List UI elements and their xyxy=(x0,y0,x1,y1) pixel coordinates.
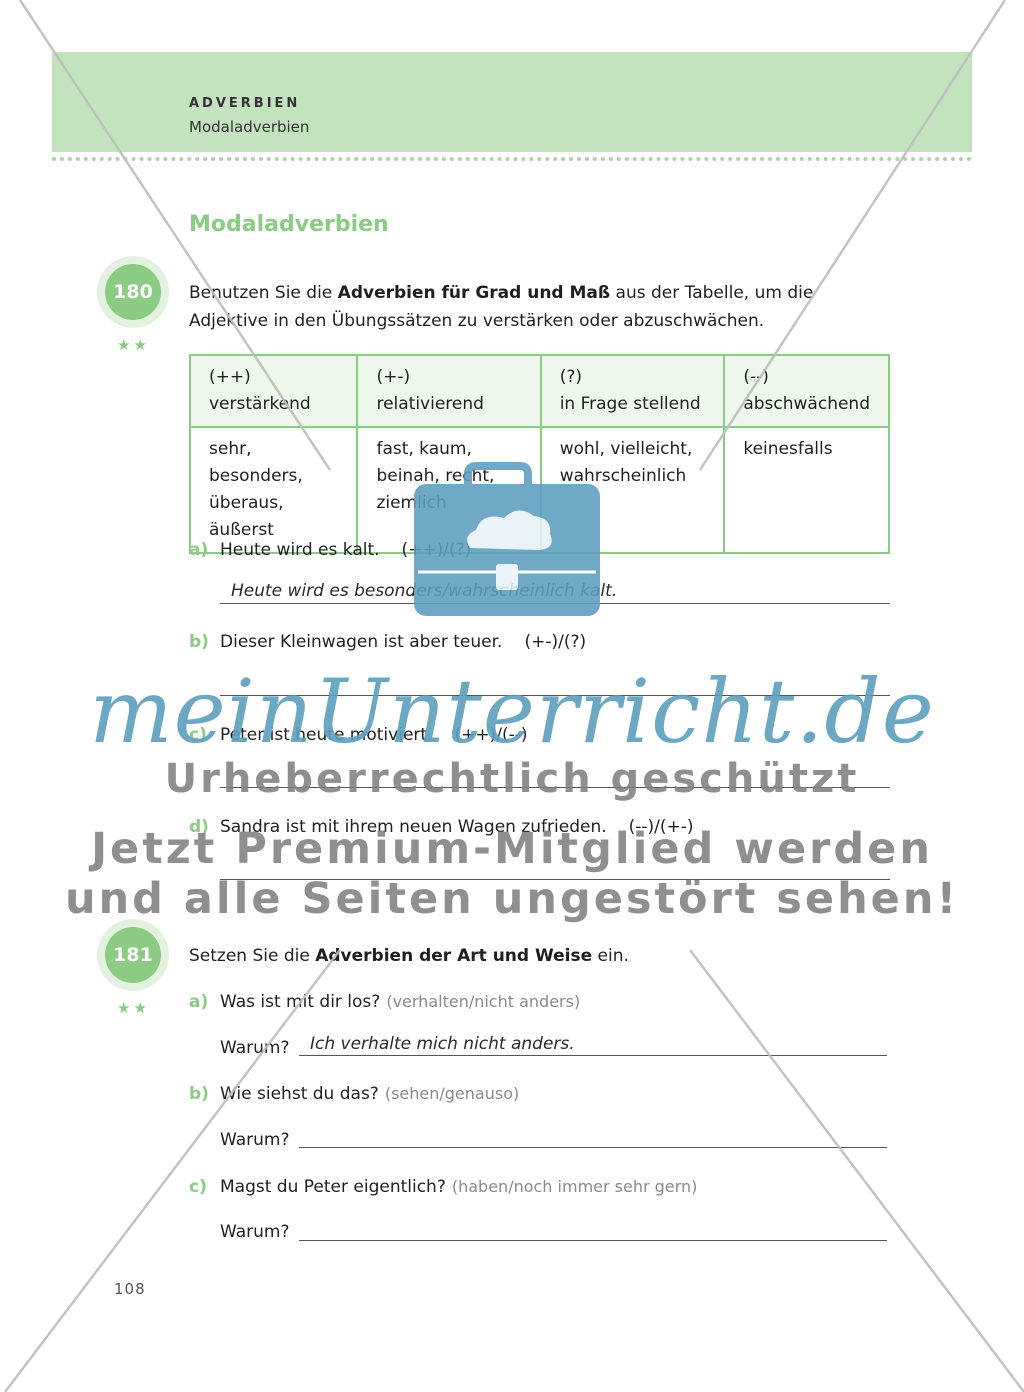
difficulty-stars: ★★ xyxy=(117,336,150,354)
table-cell: keinesfalls xyxy=(723,426,890,554)
exercise-question: Wie siehst du das?(sehen/genauso) xyxy=(220,1084,520,1104)
why-label: Warum? xyxy=(220,1038,290,1058)
exercise-sentence: Peter ist heute motiviert.(++)/(--) xyxy=(220,725,528,745)
task-instruction: Benutzen Sie die Adverbien für Grad und … xyxy=(189,279,889,335)
answer-line[interactable] xyxy=(299,1240,887,1241)
exercise-sentence: Dieser Kleinwagen ist aber teuer.(+-)/(?… xyxy=(220,632,587,652)
item-letter: b) xyxy=(189,632,209,652)
briefcase-icon xyxy=(414,462,600,616)
table-header-cell: (++)verstärkend xyxy=(188,354,359,428)
task-number: 180 xyxy=(105,264,161,320)
section-title: Modaladverbien xyxy=(189,212,389,237)
exercise-sentence: Sandra ist mit ihrem neuen Wagen zufried… xyxy=(220,817,694,837)
why-label: Warum? xyxy=(220,1130,290,1150)
item-letter: a) xyxy=(189,540,209,560)
header-band xyxy=(52,52,972,152)
exercise-question: Magst du Peter eigentlich?(haben/noch im… xyxy=(220,1177,698,1197)
table-header-row: (++)verstärkend (+-)relativierend (?)in … xyxy=(188,354,890,428)
watermark-diagonal-line xyxy=(689,949,1024,1392)
instruction-bold: Adverbien für Grad und Maß xyxy=(337,283,611,303)
item-letter: b) xyxy=(189,1084,209,1104)
watermark-diagonal-line xyxy=(18,0,332,471)
task-number-badge: 181 xyxy=(97,919,169,991)
instruction-text: Benutzen Sie die xyxy=(189,283,338,303)
chapter-title: ADVERBIEN xyxy=(189,96,301,111)
header-dotted-divider xyxy=(52,157,972,161)
watermark-line: Jetzt Premium-Mitglied werden xyxy=(91,824,933,874)
task-number: 181 xyxy=(105,927,161,983)
answer-line[interactable] xyxy=(220,695,890,696)
watermark-diagonal-line xyxy=(4,949,341,1392)
task-number-badge: 180 xyxy=(97,256,169,328)
item-letter: c) xyxy=(189,725,207,745)
watermark-line: Urheberrechtlich geschützt xyxy=(164,756,860,802)
item-letter: d) xyxy=(189,817,209,837)
table-cell: sehr, besonders,überaus,äußerst xyxy=(188,426,359,554)
instruction-text: aus der Tabelle, um die Adjektive in den… xyxy=(189,283,814,331)
answer-line[interactable] xyxy=(220,787,890,788)
answer-line[interactable] xyxy=(299,1147,887,1148)
item-letter: c) xyxy=(189,1177,207,1197)
watermark-line: und alle Seiten ungestört sehen! xyxy=(64,874,960,924)
item-letter: a) xyxy=(189,992,209,1012)
watermark-diagonal-line xyxy=(698,0,1007,471)
answer-line[interactable] xyxy=(220,879,890,880)
answer-line[interactable] xyxy=(299,1055,887,1056)
table-header-cell: (?)in Frage stellend xyxy=(539,354,726,428)
subchapter-title: Modaladverbien xyxy=(189,118,310,136)
why-label: Warum? xyxy=(220,1222,290,1242)
sample-answer: Ich verhalte mich nicht anders. xyxy=(310,1034,575,1054)
task-instruction: Setzen Sie die Adverbien der Art und Wei… xyxy=(189,946,629,966)
table-header-cell: (+-)relativierend xyxy=(356,354,542,428)
watermark-logo: meinUnterricht.de xyxy=(89,660,935,763)
page-number: 108 xyxy=(114,1280,146,1298)
difficulty-stars: ★★ xyxy=(117,999,150,1017)
